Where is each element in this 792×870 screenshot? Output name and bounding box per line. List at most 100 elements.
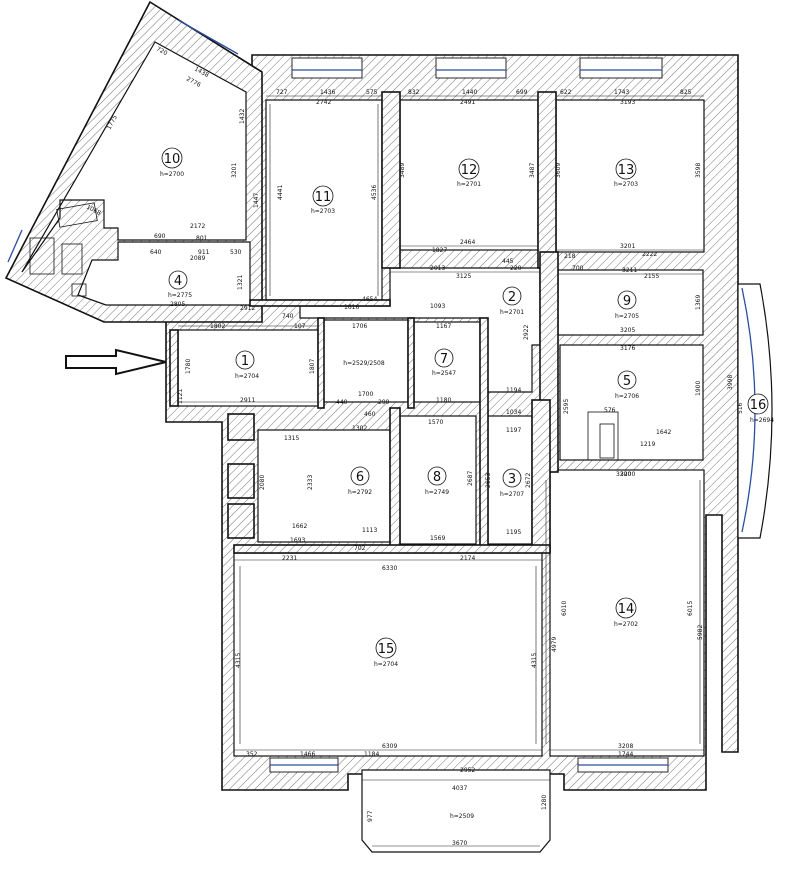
dim-label: 1693 — [290, 537, 305, 544]
dim-label: 1121 — [177, 389, 184, 404]
room-number: 3 — [508, 472, 516, 487]
dim-label: 2742 — [316, 99, 331, 106]
dim-label: 3193 — [620, 99, 635, 106]
dim-label: 1432 — [239, 109, 246, 124]
dim-label: 740 — [282, 313, 294, 320]
dim-label: 1466 — [300, 751, 315, 758]
window — [291, 57, 363, 79]
room-number: 13 — [618, 163, 635, 178]
room-4-area[interactable] — [77, 241, 251, 306]
dim-label: 445 — [502, 258, 514, 265]
room-height: h=2703 — [311, 208, 335, 215]
room-9-marker[interactable]: 9 h=2705 — [615, 290, 639, 320]
dim-label: 1662 — [292, 523, 307, 530]
room-number: 4 — [174, 274, 182, 289]
room-8-marker[interactable]: 8 h=2749 — [425, 466, 449, 496]
dim-label: 3598 — [695, 163, 702, 178]
room-height: h=2704 — [235, 373, 259, 380]
dim-label: 3211 — [622, 267, 637, 274]
dim-label: 2222 — [642, 251, 657, 258]
dim-label: 516 — [737, 402, 744, 414]
room-6-marker[interactable]: 6 h=2792 — [348, 466, 372, 496]
windows — [7, 19, 756, 773]
room-height: h=2749 — [425, 489, 449, 496]
room-height: h=2775 — [168, 292, 192, 299]
room-number: 6 — [356, 470, 364, 485]
room-height: h=2509 — [450, 813, 474, 820]
room-number: 2 — [508, 290, 516, 305]
room-number: 7 — [440, 352, 448, 367]
balcony-area[interactable] — [361, 769, 551, 853]
dim-label: 299 — [378, 399, 390, 406]
room-10-marker[interactable]: 10 h=2700 — [160, 147, 184, 178]
room-height: h=2547 — [432, 370, 456, 377]
room-5-marker[interactable]: 5 h=2706 — [615, 370, 639, 400]
room-11-marker[interactable]: 11 h=2703 — [311, 185, 335, 215]
dim-label: 2922 — [523, 325, 530, 340]
dim-label: 1447 — [253, 193, 260, 208]
room-5-area[interactable] — [559, 344, 704, 461]
room-6-area[interactable] — [257, 429, 391, 543]
room-10-area[interactable] — [21, 41, 247, 273]
room-3-marker[interactable]: 3 h=2707 — [500, 468, 524, 498]
dim-label: 440 — [336, 399, 348, 406]
room-7-marker[interactable]: 7 h=2547 — [432, 348, 456, 377]
room-14-marker[interactable]: 14 h=2702 — [614, 597, 638, 628]
room-2-marker[interactable]: 2 h=2701 — [500, 286, 524, 316]
dim-label: 977 — [367, 810, 374, 822]
dimension-lines — [178, 95, 704, 847]
room-number: 1 — [241, 354, 249, 369]
dim-label: 825 — [680, 89, 692, 96]
dim-label: 6330 — [382, 565, 397, 572]
dim-label: 4441 — [277, 185, 284, 200]
room-height: h=2701 — [457, 181, 481, 188]
room-16-marker[interactable]: 16 h=2694 — [747, 393, 774, 424]
dim-label: 1369 — [695, 295, 702, 310]
dim-label: 460 — [364, 411, 376, 418]
dim-label: 1195 — [506, 529, 521, 536]
dim-label: 1093 — [430, 303, 445, 310]
dim-label: 1184 — [364, 751, 379, 758]
room-markers: 1 h=2704 2 h=2701 3 h=2707 4 h=2775 5 h=… — [160, 147, 774, 820]
room-number: 14 — [618, 602, 635, 617]
dim-label: 1807 — [309, 359, 316, 374]
dim-label: 2333 — [307, 475, 314, 490]
room-4-marker[interactable]: 4 h=2775 — [168, 270, 192, 299]
dim-label: 2155 — [644, 273, 659, 280]
dim-label: 3609 — [555, 163, 562, 178]
window — [579, 57, 663, 79]
room-height: h=2700 — [160, 171, 184, 178]
room-height: h=2694 — [750, 417, 774, 424]
dim-label: 1570 — [428, 419, 443, 426]
dim-label: 2080 — [259, 475, 266, 490]
entrance-arrow-icon — [65, 348, 167, 376]
room-15-marker[interactable]: 15 h=2704 — [374, 637, 398, 668]
partition-walls — [169, 91, 559, 554]
room-height: h=2703 — [614, 181, 638, 188]
dim-label: 1113 — [362, 527, 377, 534]
dim-label: 1180 — [436, 397, 451, 404]
dim-label: 107 — [294, 323, 306, 330]
lobby-marker[interactable]: h=2529/2508 — [343, 360, 385, 367]
window — [435, 57, 507, 79]
room-12-marker[interactable]: 12 h=2701 — [457, 158, 481, 188]
fixtures — [29, 202, 619, 461]
dim-label: 700 — [572, 265, 584, 272]
balcony-marker[interactable]: h=2509 — [450, 813, 474, 820]
room-1-marker[interactable]: 1 h=2704 — [235, 350, 259, 380]
dim-label: 218 — [564, 253, 576, 260]
dim-label: 530 — [230, 249, 242, 256]
dim-label: 1194 — [506, 387, 521, 394]
room-number: 16 — [750, 398, 767, 413]
dim-label: 727 — [276, 89, 288, 96]
dim-label: 5982 — [697, 625, 704, 640]
room-height: h=2705 — [615, 313, 639, 320]
dim-label: 3998 — [727, 375, 734, 390]
room-13-marker[interactable]: 13 h=2703 — [614, 158, 638, 188]
dim-label: 4315 — [531, 653, 538, 668]
dim-label: 1219 — [640, 441, 655, 448]
room-number: 15 — [378, 642, 395, 657]
dim-label: 1569 — [430, 535, 445, 542]
room-height: h=2702 — [614, 621, 638, 628]
